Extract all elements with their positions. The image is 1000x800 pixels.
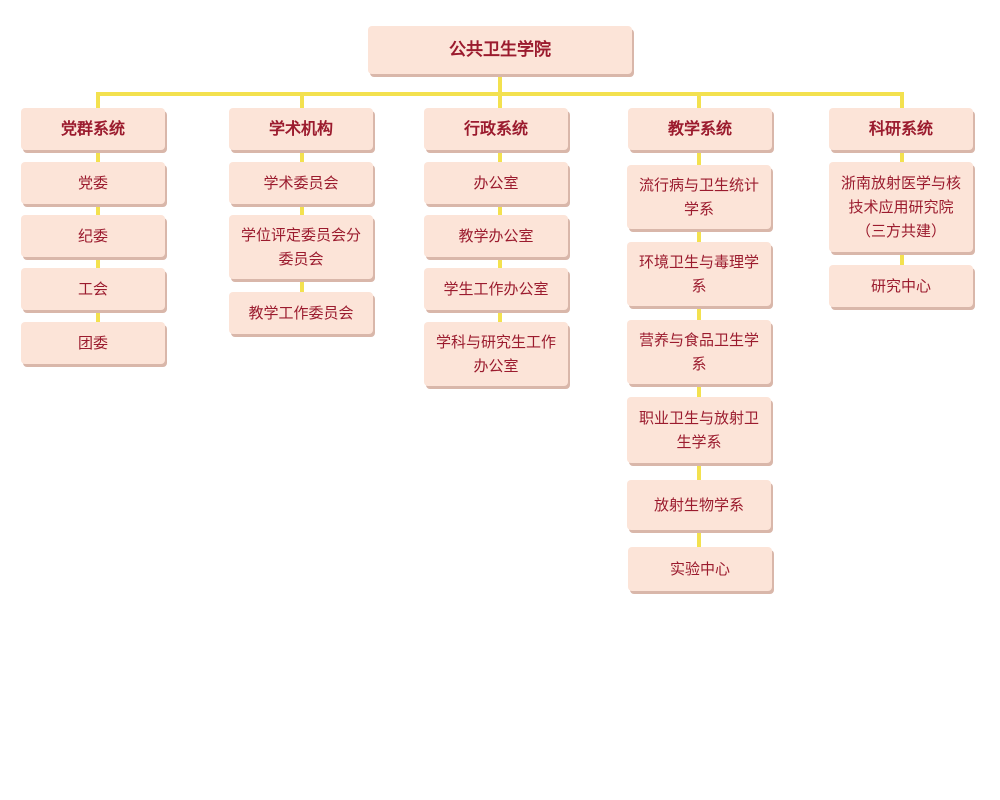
column-item: 工会 — [21, 268, 165, 310]
column-head: 科研系统 — [829, 108, 973, 150]
column-item: 放射生物学系 — [627, 480, 771, 530]
column-item: 环境卫生与毒理学系 — [627, 242, 771, 306]
column-item: 学科与研究生工作办公室 — [424, 322, 568, 386]
column-item: 教学工作委员会 — [229, 292, 373, 334]
column-item: 学生工作办公室 — [424, 268, 568, 310]
column-item: 纪委 — [21, 215, 165, 257]
column-item: 学术委员会 — [229, 162, 373, 204]
column-item: 研究中心 — [829, 265, 973, 307]
column-head: 党群系统 — [21, 108, 165, 150]
column-item: 职业卫生与放射卫生学系 — [627, 397, 771, 463]
root-node: 公共卫生学院 — [368, 26, 632, 74]
column-item: 团委 — [21, 322, 165, 364]
column-head: 教学系统 — [628, 108, 772, 150]
column-item: 流行病与卫生统计学系 — [627, 165, 771, 229]
column-item: 办公室 — [424, 162, 568, 204]
column-item: 党委 — [21, 162, 165, 204]
column-item: 学位评定委员会分委员会 — [229, 215, 373, 279]
column-item: 浙南放射医学与核技术应用研究院（三方共建） — [829, 162, 973, 252]
column-item: 营养与食品卫生学系 — [627, 320, 771, 384]
column-head: 学术机构 — [229, 108, 373, 150]
column-item: 教学办公室 — [424, 215, 568, 257]
column-item: 实验中心 — [628, 547, 772, 591]
column-head: 行政系统 — [424, 108, 568, 150]
